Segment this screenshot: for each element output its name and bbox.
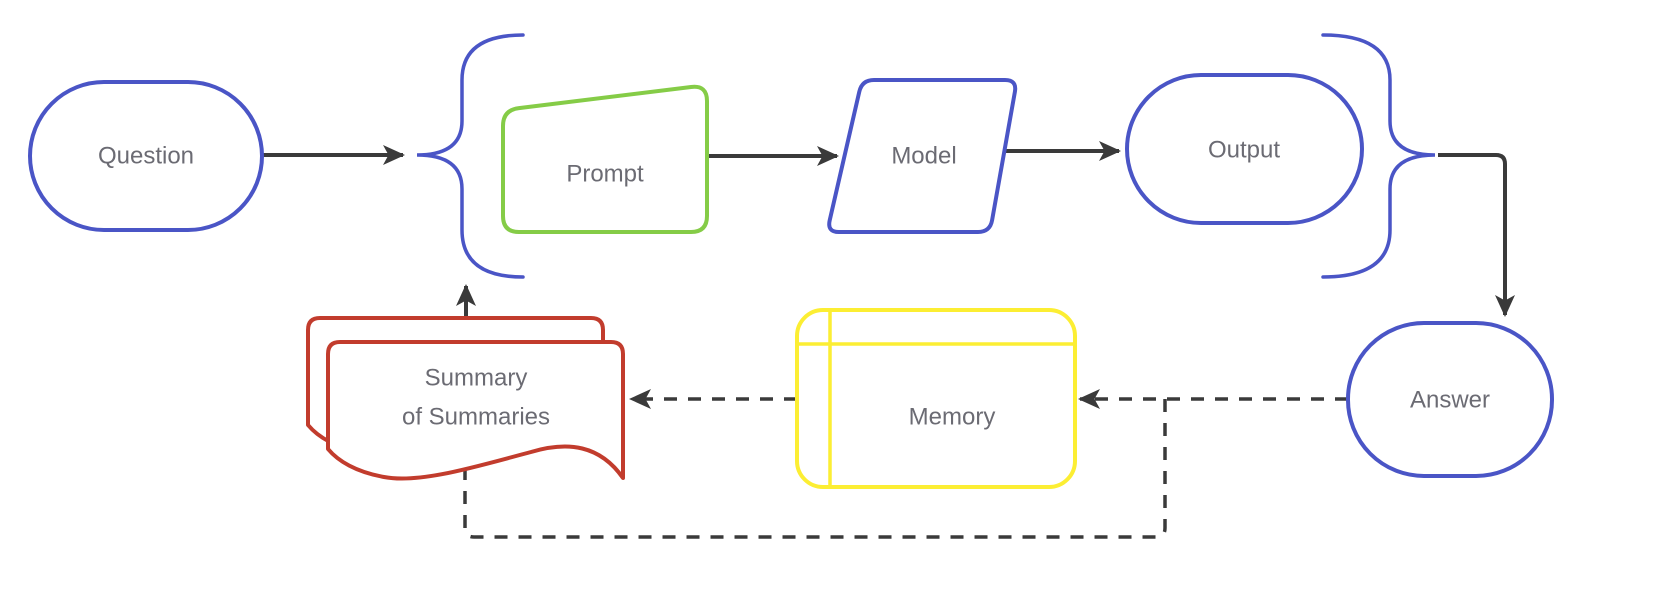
- connectors: [262, 141, 1515, 539]
- memory-outline[interactable]: [795, 308, 1077, 489]
- model-label: Model: [891, 143, 956, 170]
- node-prompt[interactable]: [501, 84, 709, 234]
- memory-label: Memory: [909, 404, 996, 431]
- connector-answer-to-summary-loop[interactable]: [463, 399, 1167, 539]
- summary-label-line1: Summary: [425, 365, 528, 392]
- node-summary-of-summaries[interactable]: [306, 316, 625, 481]
- left-curly-brace[interactable]: [416, 33, 525, 279]
- node-question[interactable]: [28, 80, 264, 232]
- node-model[interactable]: [827, 78, 1018, 234]
- output-label: Output: [1208, 137, 1280, 164]
- question-label: Question: [98, 143, 194, 170]
- summary-front-document[interactable]: [326, 340, 625, 481]
- right-curly-brace[interactable]: [1321, 33, 1436, 279]
- summary-label-line2: of Summaries: [402, 404, 550, 431]
- connector-output-group-to-answer[interactable]: [1438, 153, 1515, 317]
- answer-label: Answer: [1410, 387, 1490, 414]
- node-answer[interactable]: [1346, 321, 1554, 478]
- node-memory[interactable]: [795, 308, 1077, 489]
- prompt-label: Prompt: [566, 161, 644, 188]
- node-output[interactable]: [1125, 73, 1364, 225]
